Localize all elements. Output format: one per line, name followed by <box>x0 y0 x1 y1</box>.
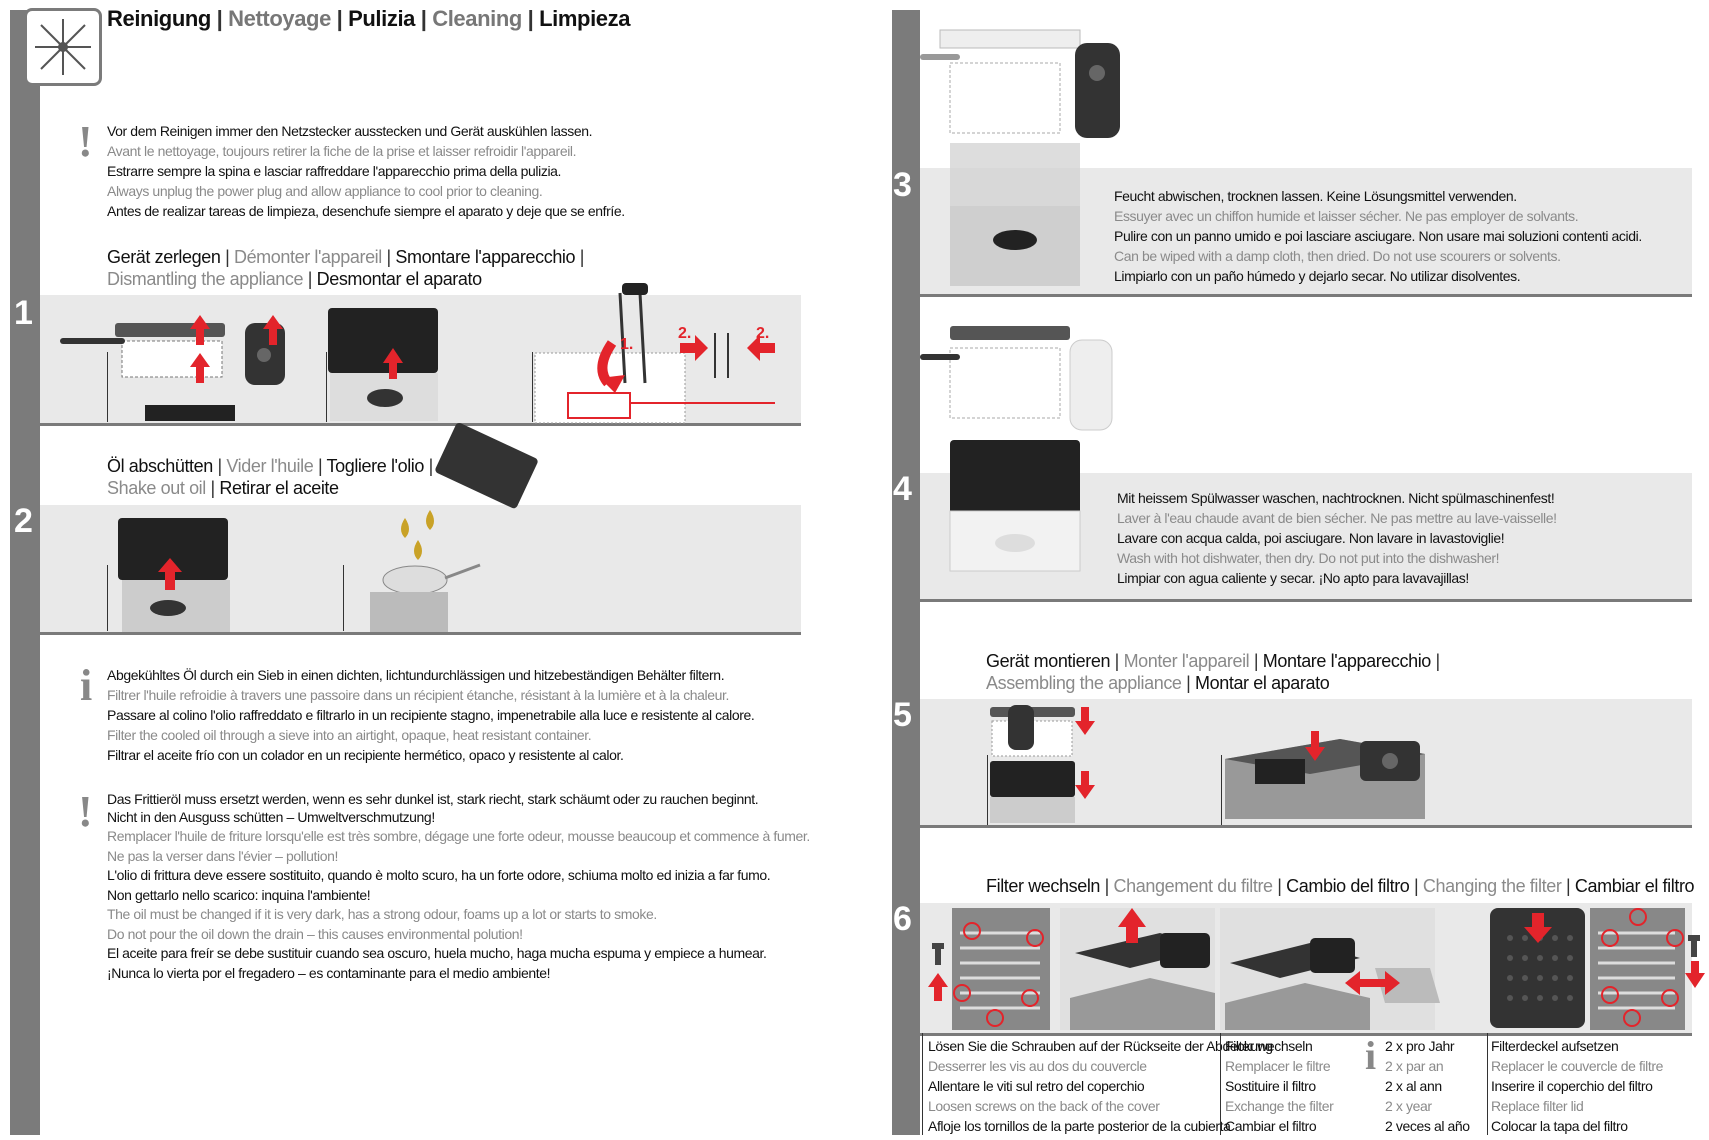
arrow-up-icon <box>158 558 182 590</box>
fryer-open-lid-icon <box>1060 908 1215 1030</box>
assembled-fryer-icon <box>1225 739 1425 819</box>
step5-number: 5 <box>893 696 912 734</box>
step6-caption-4: Filterdeckel aufsetzen Replacer le couve… <box>1491 1038 1664 1134</box>
arrow-up-icon <box>383 348 403 379</box>
screw-icon <box>932 943 944 965</box>
warning-text-2: Das Frittieröl muss ersetzt werden, wenn… <box>107 791 810 981</box>
step5-illustration <box>990 705 1425 823</box>
oil-pot-icon <box>118 518 230 632</box>
step4-text: Mit heissem Spülwasser waschen, nachtroc… <box>1117 490 1557 586</box>
star-logo-icon <box>35 19 91 75</box>
title-en: Cleaning <box>432 6 522 31</box>
step1-illustration: 1. 2. 2. <box>60 283 775 424</box>
step1-heading: Gerät zerlegen | Démonter l'appareil | S… <box>107 247 585 289</box>
arrow-down-icon <box>1524 913 1552 943</box>
info-text: Abgekühltes Öl durch ein Sieb in einen d… <box>107 667 755 763</box>
basket-icon <box>60 323 285 421</box>
title-it: Pulizia <box>348 6 416 31</box>
warning-text-1: Vor dem Reinigen immer den Netzstecker a… <box>107 123 625 219</box>
step4-number: 4 <box>893 470 912 508</box>
fryer-filter-icon <box>1220 908 1440 1030</box>
title-de: Reinigung <box>107 6 211 31</box>
arrow-down-icon <box>1305 731 1325 761</box>
step5-heading: Gerät montieren | Monter l'appareil | Mo… <box>986 651 1440 693</box>
basket-icon <box>990 705 1075 823</box>
swap-arrow-icon <box>1345 971 1400 995</box>
step3-body-overlay <box>950 168 1080 286</box>
step6-caption-1: Lösen Sie die Schrauben auf der Rückseit… <box>928 1038 1273 1134</box>
step6-caption-3: 2 x pro Jahr 2 x par an 2 x al ann 2 x y… <box>1385 1038 1470 1134</box>
step1-number: 1 <box>14 294 33 332</box>
arrow-up-icon <box>1118 908 1146 943</box>
left-page-bar <box>10 10 40 1135</box>
arrow-down-icon <box>1075 707 1095 799</box>
step6-illustration <box>928 908 1705 1030</box>
arrow-up-icon <box>928 973 948 1001</box>
tilted-pot-icon <box>435 422 538 509</box>
arrow-up-icon <box>190 315 283 383</box>
page-title: Reinigung | Nettoyage | Pulizia | Cleani… <box>107 6 631 31</box>
right-page-bar <box>892 10 920 1135</box>
filter-lid-icon <box>1490 908 1585 1028</box>
warning-icon: ! <box>78 117 93 166</box>
step2-number: 2 <box>14 502 33 540</box>
title-fr: Nettoyage <box>228 6 331 31</box>
screw-icon <box>1688 935 1700 957</box>
step6-number: 6 <box>893 900 912 938</box>
info-icon: i <box>1365 1033 1377 1078</box>
svg-text:1.: 1. <box>620 336 633 353</box>
step3-text: Feucht abwischen, trocknen lassen. Keine… <box>1114 188 1642 284</box>
filter-cover-back-icon <box>1590 908 1685 1030</box>
step6-heading: Filter wechseln | Changement du filtre |… <box>986 876 1695 896</box>
svg-text:2.: 2. <box>678 325 691 342</box>
step2-heading: Öl abschütten | Vider l'huile | Togliere… <box>107 456 433 498</box>
basket-handle-icon <box>534 283 775 424</box>
step4-body-overlay <box>949 473 1081 572</box>
sieve-icon <box>370 563 481 632</box>
step3-number: 3 <box>893 166 912 204</box>
arrow-down-icon <box>1685 961 1705 988</box>
step6-caption-2: Filter wechseln Remplacer le filtre Sost… <box>1225 1038 1334 1134</box>
title-es: Limpieza <box>539 6 631 31</box>
info-icon: i <box>80 661 93 710</box>
filter-cover-back-icon <box>952 908 1050 1030</box>
oil-pot-icon <box>328 308 438 421</box>
oil-drop-icon <box>401 510 434 560</box>
step2-illustration <box>118 422 538 632</box>
warning-icon: ! <box>78 787 93 836</box>
squeeze-arrow-icon <box>680 335 775 361</box>
logo-box <box>24 8 102 86</box>
